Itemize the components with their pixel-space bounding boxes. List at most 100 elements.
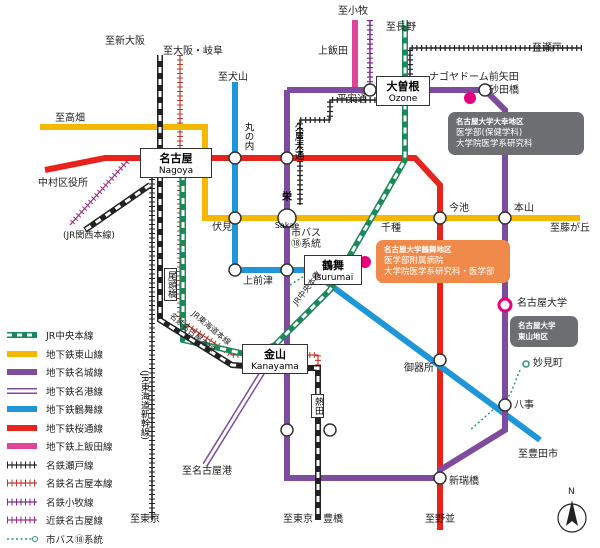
legend-item: 近鉄名古屋線 — [6, 511, 156, 530]
station-heiandori[interactable]: 平安通 — [337, 94, 367, 105]
tsurumai-campus-title: 名古屋大学鶴舞地区 — [384, 245, 502, 254]
legend-item: 地下鉄上飯田線 — [6, 437, 156, 456]
legend-label: 地下鉄名港線 — [46, 384, 103, 398]
station-nagoya-ja: 名古屋 — [144, 150, 208, 166]
legend-item: 地下鉄名城線 — [6, 363, 156, 382]
station-kamimaezu[interactable]: 上前津 — [243, 276, 273, 287]
jr-kansai-label: (JR関西本線) — [63, 232, 115, 242]
higashiyama-area-callout[interactable]: 名古屋大学 東山地区 — [510, 316, 578, 347]
station-motoyama[interactable]: 本山 — [514, 203, 534, 214]
dir-osaka-gifu: 至大阪・岐阜 — [163, 46, 223, 57]
legend-label: 地下鉄上飯田線 — [46, 439, 113, 453]
legend-label: 名鉄小牧線 — [46, 495, 94, 509]
dir-komaki: 至小牧 — [338, 6, 368, 17]
station-sakae-ja: 栄 — [260, 193, 314, 203]
legend-swatch-icon — [6, 423, 38, 433]
tsurumai-campus-line-2: 大学院医学系研究科・医学部 — [384, 267, 502, 278]
legend-item: JR中央本線 — [6, 326, 156, 345]
station-nagoya-dome[interactable]: ナゴヤドーム前矢田 — [429, 72, 519, 83]
legend-item: 地下鉄名港線 — [6, 382, 156, 401]
jr-kansai-line — [85, 185, 150, 230]
daiko-campus-marker — [464, 92, 476, 104]
daiko-campus-line-1: 医学部(保健学科) — [456, 128, 576, 139]
dir-takabata: 至高畑 — [55, 113, 85, 124]
dir-inuyama: 至犬山 — [218, 72, 248, 83]
legend-swatch-icon — [6, 330, 38, 340]
station-ozone[interactable]: 大曽根 Ozone — [376, 76, 430, 106]
station-sunadabashi[interactable]: 砂田橋 — [489, 85, 519, 96]
owari-label: 尾頭橋 — [164, 268, 177, 301]
legend-swatch-icon — [6, 515, 38, 525]
bus-line-label: 市バス⑱系統 — [291, 228, 321, 250]
dir-tokyo-toyohashi: 至東京・豊橋 — [283, 514, 343, 525]
legend-swatch-icon — [6, 497, 38, 507]
legend-swatch-icon — [6, 460, 38, 470]
daiko-campus-line-2: 大学院医学系研究科 — [456, 139, 576, 150]
myokenmachi-bus-stop — [523, 361, 529, 367]
station-ozone-ja: 大曽根 — [380, 78, 426, 94]
tsurumai-campus-callout[interactable]: 名古屋大学鶴舞地区 医学部附属病院 大学院医学系研究科・医学部 — [376, 240, 510, 283]
daiko-campus-callout[interactable]: 名古屋大学大幸地区 医学部(保健学科) 大学院医学系研究科 — [448, 112, 584, 155]
legend-swatch-icon — [6, 349, 38, 359]
legend-label: 近鉄名古屋線 — [46, 513, 103, 527]
legend-item: 地下鉄鶴舞線 — [6, 400, 156, 419]
daiko-campus-title: 名古屋大学大幸地区 — [456, 117, 576, 126]
station-nakamura-kuyakusho[interactable]: 中村区役所 — [38, 178, 88, 189]
compass-label: N — [568, 488, 575, 498]
legend-item: 名鉄名古屋本線 — [6, 474, 156, 493]
station-aratamabashi[interactable]: 新瑞橋 — [449, 476, 479, 487]
legend-label: 地下鉄名城線 — [46, 365, 103, 379]
station-fushimi[interactable]: 伏見 — [212, 222, 232, 233]
legend-label: 地下鉄桜通線 — [46, 421, 103, 435]
station-gokiso[interactable]: 御器所 — [404, 363, 434, 374]
legend-swatch-icon — [6, 441, 38, 451]
dir-fujigaoka: 至藤が丘 — [550, 223, 590, 234]
legend-swatch-icon — [6, 386, 38, 396]
station-kanayama[interactable]: 金山 Kanayama — [242, 344, 308, 374]
bus-stop-myokenmachi[interactable]: 妙見町 — [533, 358, 563, 369]
compass-icon — [558, 500, 586, 532]
legend-label: JR中央本線 — [46, 328, 93, 342]
legend-swatch-icon — [6, 478, 38, 488]
legend-label: 名鉄名古屋本線 — [46, 476, 113, 490]
dir-nonami: 至野並 — [425, 514, 455, 525]
dir-seto: 至瀬戸 — [532, 43, 562, 54]
jr-chuo-line — [183, 20, 405, 355]
station-kanayama-ja: 金山 — [246, 346, 304, 362]
bus-route-18 — [290, 260, 520, 430]
legend-label: 名鉄瀬戸線 — [46, 458, 94, 472]
dir-nagano: 至長野 — [386, 22, 416, 33]
higashiyama-area-title: 名古屋大学 — [518, 321, 570, 330]
kintetsu-line — [70, 158, 130, 225]
legend-label: 地下鉄鶴舞線 — [46, 402, 103, 416]
legend-item: 市バス⑱系統 — [6, 530, 156, 548]
higashiyama-area-line: 東山地区 — [518, 332, 570, 341]
station-chikusa[interactable]: 千種 — [381, 223, 401, 234]
legend-item: 地下鉄桜通線 — [6, 419, 156, 438]
station-ozone-en: Ozone — [380, 94, 426, 104]
station-nagoya-en: Nagoya — [144, 166, 208, 176]
station-imaike[interactable]: 今池 — [449, 203, 469, 214]
legend-item: 名鉄瀬戸線 — [6, 456, 156, 475]
station-kamiiida[interactable]: 上飯田 — [318, 46, 348, 57]
atsuta-label: 熱田 — [311, 394, 324, 418]
nagoya-daigaku-station-marker — [499, 299, 511, 311]
station-marunouchi[interactable]: 丸の内 — [243, 122, 253, 151]
tsurumai-campus-line-1: 医学部附属病院 — [384, 256, 502, 267]
legend-item: 地下鉄東山線 — [6, 345, 156, 364]
dir-toyotashi: 至豊田市 — [518, 449, 558, 460]
station-kanayama-en: Kanayama — [246, 362, 304, 372]
dir-shin-osaka: 至新大阪 — [105, 36, 145, 47]
meiko-line — [205, 360, 270, 465]
legend-swatch-icon — [6, 404, 38, 414]
station-nagoya[interactable]: 名古屋 Nagoya — [140, 148, 212, 178]
legend-label: 地下鉄東山線 — [46, 347, 103, 361]
legend-swatch-icon — [6, 367, 38, 377]
dir-nagoya-ko: 至名古屋港 — [182, 466, 232, 477]
legend-label: 市バス⑱系統 — [46, 532, 103, 546]
station-yagoto[interactable]: 八事 — [514, 400, 534, 411]
station-sakae[interactable]: 栄 Sakae — [260, 193, 314, 230]
station-hisaya-odori[interactable]: 久屋大通 — [293, 122, 303, 160]
map-legend: JR中央本線地下鉄東山線地下鉄名城線地下鉄名港線地下鉄鶴舞線地下鉄桜通線地下鉄上… — [6, 326, 156, 548]
station-nagoya-daigaku[interactable]: 名古屋大学 — [517, 298, 567, 309]
